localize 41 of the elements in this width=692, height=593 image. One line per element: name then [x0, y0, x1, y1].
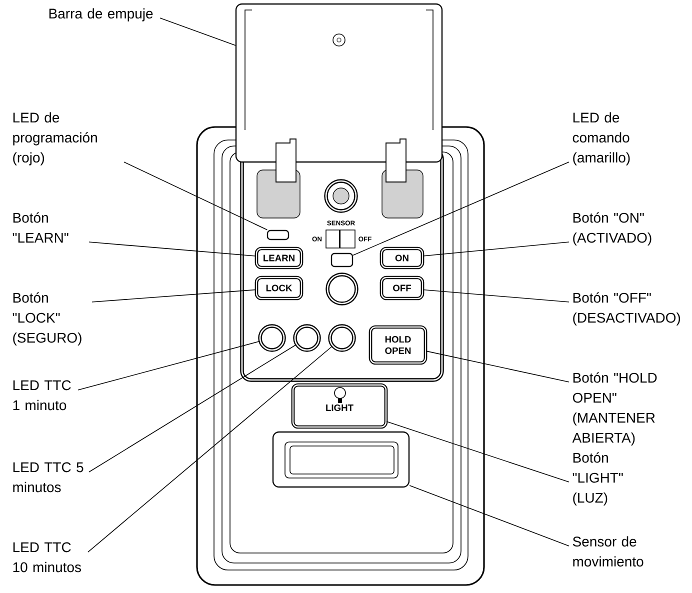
leader-line [422, 289, 570, 302]
callout-label: Botón "HOLD OPEN" (MANTENER ABIERTA) [572, 372, 657, 446]
leader-line [352, 162, 570, 256]
led-light [258, 324, 286, 352]
push-button: ON [380, 246, 424, 270]
leader-line [386, 421, 570, 482]
callout-label: Botón "LOCK" (SEGURO) [12, 292, 82, 346]
motion-sensor [272, 431, 410, 488]
leader-line [78, 340, 260, 390]
leader-line [160, 18, 236, 46]
push-button: OFF [380, 276, 424, 300]
leader-line [422, 242, 570, 256]
callout-label: LED TTC 5 minutos [13, 462, 84, 492]
round-lens [324, 179, 358, 213]
led-light [328, 324, 356, 352]
led-light [266, 230, 290, 240]
push-bar [235, 3, 443, 163]
leader-line [88, 344, 297, 472]
leader-line [88, 346, 333, 552]
callout-label: Botón "LIGHT" (LUZ) [572, 452, 623, 506]
callout-label: Barra de empuje [49, 8, 153, 22]
round-button [326, 272, 358, 306]
leader-line [88, 242, 256, 256]
leader-line [92, 289, 256, 302]
callout-label: LED TTC 10 minutos [13, 542, 81, 572]
leader-line [426, 350, 570, 382]
led-light [293, 324, 321, 352]
callout-label: Botón "OFF" (DESACTIVADO) [573, 292, 680, 326]
callout-label: Botón "LEARN" [12, 212, 68, 243]
callout-label: LED de programación (rojo) [13, 112, 97, 166]
led-light [330, 252, 354, 268]
callout-label: Botón "ON" (ACTIVADO) [573, 212, 652, 246]
push-button: HOLD OPEN [368, 325, 428, 365]
leader-line [409, 485, 570, 546]
light-button: LIGHT [291, 383, 388, 429]
callout-label: Sensor de movimiento [572, 536, 644, 567]
push-button: LEARN [254, 246, 304, 270]
push-button: LOCK [254, 276, 304, 300]
callout-label: LED de comando (amarillo) [572, 112, 630, 166]
callout-label: LED TTC 1 minuto [13, 380, 71, 410]
leader-line [124, 162, 268, 230]
